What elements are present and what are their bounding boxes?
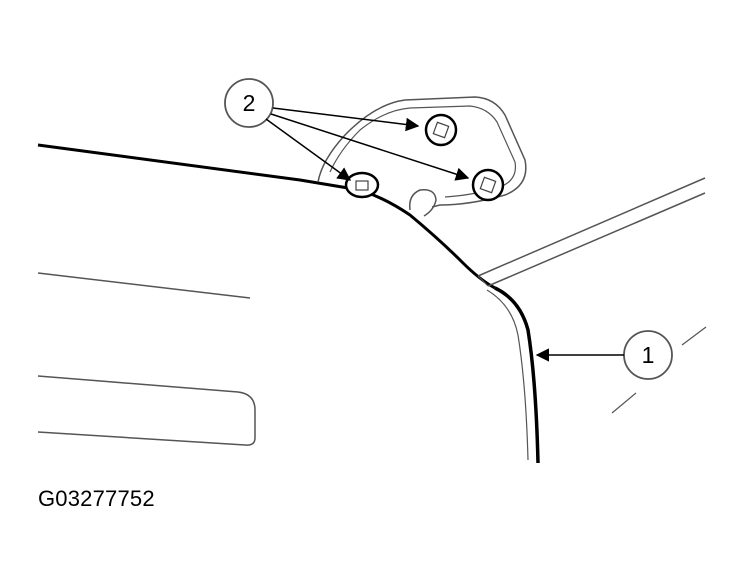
trim-rail-line-lower	[487, 192, 706, 287]
callout-1-tick-lower	[611, 392, 637, 414]
door-edge-outer	[494, 286, 540, 464]
door-edge-inner	[486, 289, 529, 461]
trim-rail-end	[477, 275, 489, 287]
callout-2-leader-c	[265, 118, 352, 181]
panel-recess	[37, 375, 256, 446]
bolt-left	[344, 171, 380, 199]
trim-rail-line-upper	[477, 177, 706, 277]
bolt-lower-right	[471, 168, 505, 202]
callout-2-circle	[224, 78, 274, 128]
bolt-upper	[424, 113, 458, 147]
callout-2-leader-a	[272, 107, 420, 132]
callout-1-tick-upper	[681, 326, 707, 346]
callout-2-label: 2	[243, 90, 256, 116]
hinge-tab	[408, 188, 437, 217]
callout-1-label: 1	[642, 342, 655, 368]
callout-2-leader-b	[270, 113, 470, 181]
panel-crease-upper	[37, 272, 251, 299]
panel-top-edge	[37, 143, 496, 290]
figure-code: G03277752	[38, 486, 155, 511]
